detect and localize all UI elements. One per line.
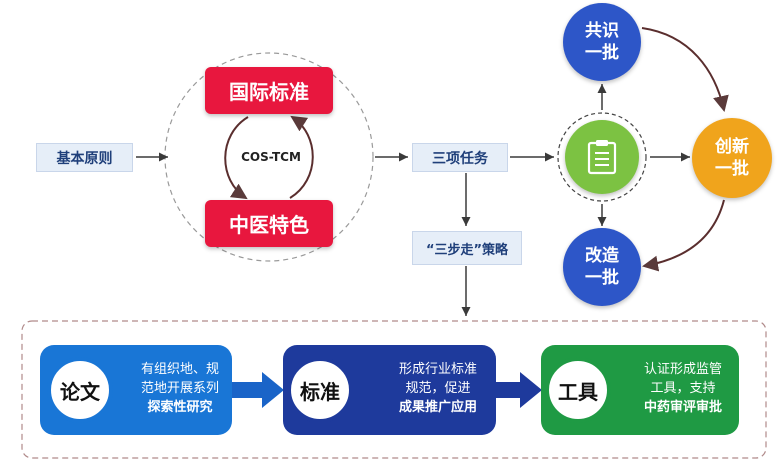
three-step-strategy-label: “三步走”策略 [425,242,509,258]
tcm-feature-box: 中医特色 [205,200,333,247]
three-tasks-box: 三项任务 [412,143,508,172]
three-tasks-label: 三项任务 [432,150,488,167]
curve-consensus-to-innovate [641,27,729,112]
reform-label: 改造 一批 [585,246,619,288]
basic-principle-label: 基本原则 [56,150,113,167]
panel-standard-line3: 成果推广应用 [398,400,477,415]
panel-arrow-2 [496,372,542,408]
panel-standard-line1: 形成行业标准 [398,362,477,377]
international-standard-label: 国际标准 [229,80,309,104]
center-dashed-ring [557,112,647,202]
panel-standard-text: 形成行业标准 规范，促进 成果推广应用 [383,360,493,417]
cycle-arrow-left [224,116,249,200]
panel-standard-tag-label: 标准 [300,379,340,404]
panel-paper-line1: 有组织地、规 [140,362,219,377]
clipboard-icon [587,140,617,175]
cycle-arrow-right [289,115,314,199]
reform-circle: 改造 一批 [563,228,641,306]
panel-tool-tag: 工具 [545,357,611,423]
cos-tcm-label-box: COS-TCM [236,148,306,166]
panel-paper-line2: 范地开展系列 [140,381,219,396]
panel-paper-line3: 探索性研究 [147,400,213,415]
center-green-circle [565,120,639,194]
innovate-label: 创新 一批 [715,137,749,179]
international-standard-box: 国际标准 [205,67,333,114]
panel-arrow-1 [232,372,284,408]
basic-principle-box: 基本原则 [36,143,133,172]
panel-tool-line2: 工具，支持 [650,381,716,396]
bottom-dashed-frame [21,320,767,459]
consensus-circle: 共识 一批 [563,3,641,81]
panel-tool-tag-label: 工具 [558,379,598,404]
panel-standard-line2: 规范，促进 [405,381,471,396]
three-step-strategy-box: “三步走”策略 [412,231,522,265]
tcm-feature-label: 中医特色 [229,213,309,237]
panel-paper-tag: 论文 [47,357,113,423]
panel-paper-tag-label: 论文 [60,379,100,404]
panel-tool-line1: 认证形成监管 [643,362,722,377]
innovate-circle: 创新 一批 [692,118,772,198]
curve-innovate-to-reform [642,199,725,272]
panel-standard-tag: 标准 [287,357,353,423]
consensus-label: 共识 一批 [585,21,619,63]
panel-paper-text: 有组织地、规 范地开展系列 探索性研究 [130,360,230,417]
cos-tcm-label: COS-TCM [241,150,301,164]
panel-tool-line3: 中药审评审批 [643,400,722,415]
panel-tool-text: 认证形成监管 工具，支持 中药审评审批 [630,360,736,417]
